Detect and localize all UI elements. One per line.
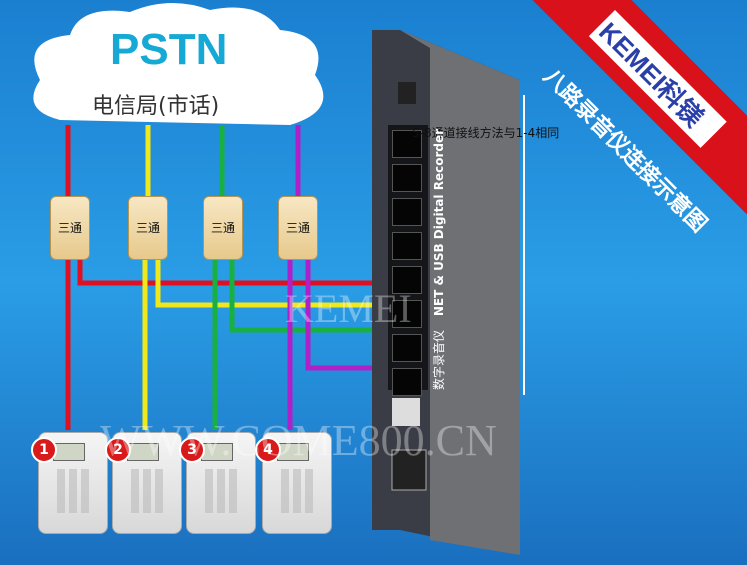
- rj11-port: [392, 368, 422, 396]
- telephone-4: 4: [255, 432, 332, 534]
- recorder-device: [372, 30, 525, 555]
- rj11-port: [392, 266, 422, 294]
- splitter-label: 三通: [57, 221, 82, 235]
- device-label-en: NET & USB Digital Recorder: [432, 128, 446, 317]
- pstn-subtitle: 电信局(市话): [92, 94, 220, 119]
- cloud-shape: [33, 2, 324, 125]
- splitter-3: 三通: [203, 196, 243, 260]
- phone-number-badge: 4: [255, 437, 281, 463]
- splitter-1: 三通: [50, 196, 90, 260]
- wire-line-1: [65, 125, 415, 430]
- rj11-port: [392, 198, 422, 226]
- splitter-label: 三通: [135, 221, 160, 235]
- device-label-cn: 数字录音仪: [432, 329, 446, 390]
- phone-number-badge: 3: [179, 437, 205, 463]
- wire-line-3: [212, 125, 415, 430]
- splitter-label: 三通: [210, 221, 235, 235]
- telephone-2: 2: [105, 432, 182, 534]
- splitter-2: 三通: [128, 196, 168, 260]
- rj11-port: [392, 334, 422, 362]
- rj11-port: [392, 232, 422, 260]
- watermark: KEMEI: [285, 286, 412, 331]
- device-label: 数字录音仪 NET & USB Digital Recorder: [430, 129, 447, 390]
- splitter-label: 三通: [285, 221, 310, 235]
- splitter-4: 三通: [278, 196, 318, 260]
- pstn-title: PSTN: [110, 25, 228, 74]
- watermark: WWW.COME800.CN: [100, 416, 497, 465]
- wire-line-2: [142, 125, 415, 430]
- channel-note: 5-8通道接线方法与1-4相同: [412, 126, 560, 140]
- telephone-1: 1: [31, 432, 108, 534]
- phone-number-badge: 1: [31, 437, 57, 463]
- telephone-3: 3: [179, 432, 256, 534]
- rj11-port: [392, 300, 422, 328]
- phone-number-badge: 2: [105, 437, 131, 463]
- port-column: [392, 130, 424, 402]
- rj11-port: [392, 130, 422, 158]
- rj11-port: [392, 164, 422, 192]
